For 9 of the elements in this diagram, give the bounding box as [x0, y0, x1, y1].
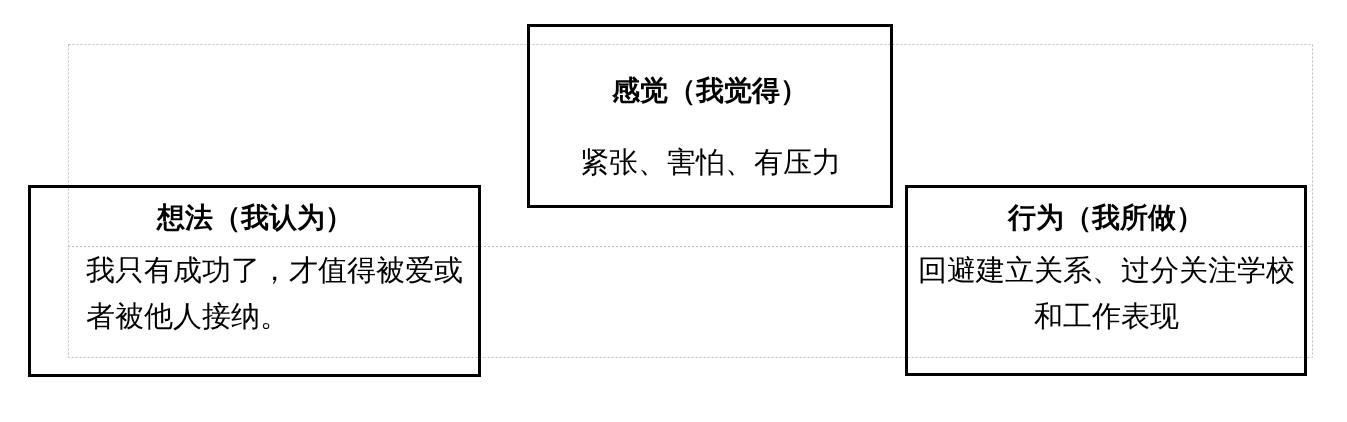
text-box: [905, 185, 1307, 376]
text-box: [527, 24, 893, 208]
text-box: [28, 185, 481, 377]
box-heading: 想法（我认为）: [155, 201, 354, 235]
box-heading: 行为（我所做）: [1006, 201, 1205, 235]
box-text: 回避建立关系、过分关注学校和工作表现: [916, 253, 1296, 334]
box-text: 我只有成功了，才值得被爱或者被他人接纳。: [86, 253, 464, 334]
box-heading: 感觉（我觉得）: [611, 74, 809, 108]
box-text: 紧张、害怕、有压力: [578, 145, 842, 180]
